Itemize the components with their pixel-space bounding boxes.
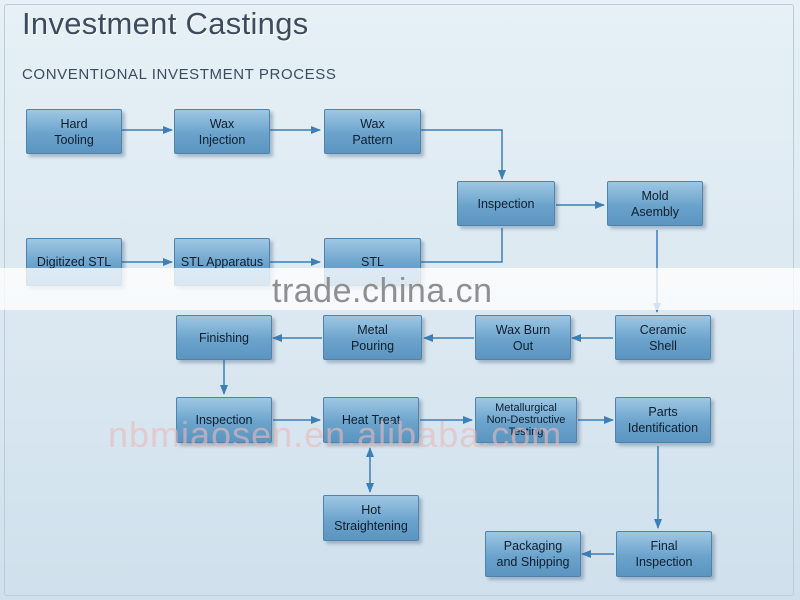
step-inspection-mid: Inspection — [176, 397, 272, 443]
step-hard-tooling: Hard Tooling — [26, 109, 122, 154]
watermark-supplier: nbmiaosen.en.alibaba.com — [108, 414, 563, 455]
page-title: Investment Castings — [22, 6, 309, 41]
arrow-wax-pattern-to-inspection — [421, 129, 506, 180]
step-wax-injection: Wax Injection — [174, 109, 270, 154]
watermark-trade: trade.china.cn — [272, 272, 493, 310]
step-mold-assembly: Mold Asembly — [607, 181, 703, 226]
watermark-band — [0, 268, 800, 310]
step-finishing: Finishing — [176, 315, 272, 360]
step-heat-treat: Heat Treat — [323, 397, 419, 443]
step-wax-burn-out: Wax Burn Out — [475, 315, 571, 360]
step-packaging-shipping: Packaging and Shipping — [485, 531, 581, 577]
step-wax-pattern: Wax Pattern — [324, 109, 421, 154]
step-final-inspection: Final Inspection — [616, 531, 712, 577]
page-subtitle: CONVENTIONAL INVESTMENT PROCESS — [22, 66, 337, 83]
step-metal-pouring: Metal Pouring — [323, 315, 422, 360]
step-hot-straightening: Hot Straightening — [323, 495, 419, 541]
step-metallurgical-testing: Metallurgical Non-Destructive Testing — [475, 397, 577, 443]
arrow-stl-to-inspection — [421, 228, 503, 263]
step-ceramic-shell: Ceramic Shell — [615, 315, 711, 360]
step-inspection-top: Inspection — [457, 181, 555, 226]
step-parts-identification: Parts Identification — [615, 397, 711, 443]
